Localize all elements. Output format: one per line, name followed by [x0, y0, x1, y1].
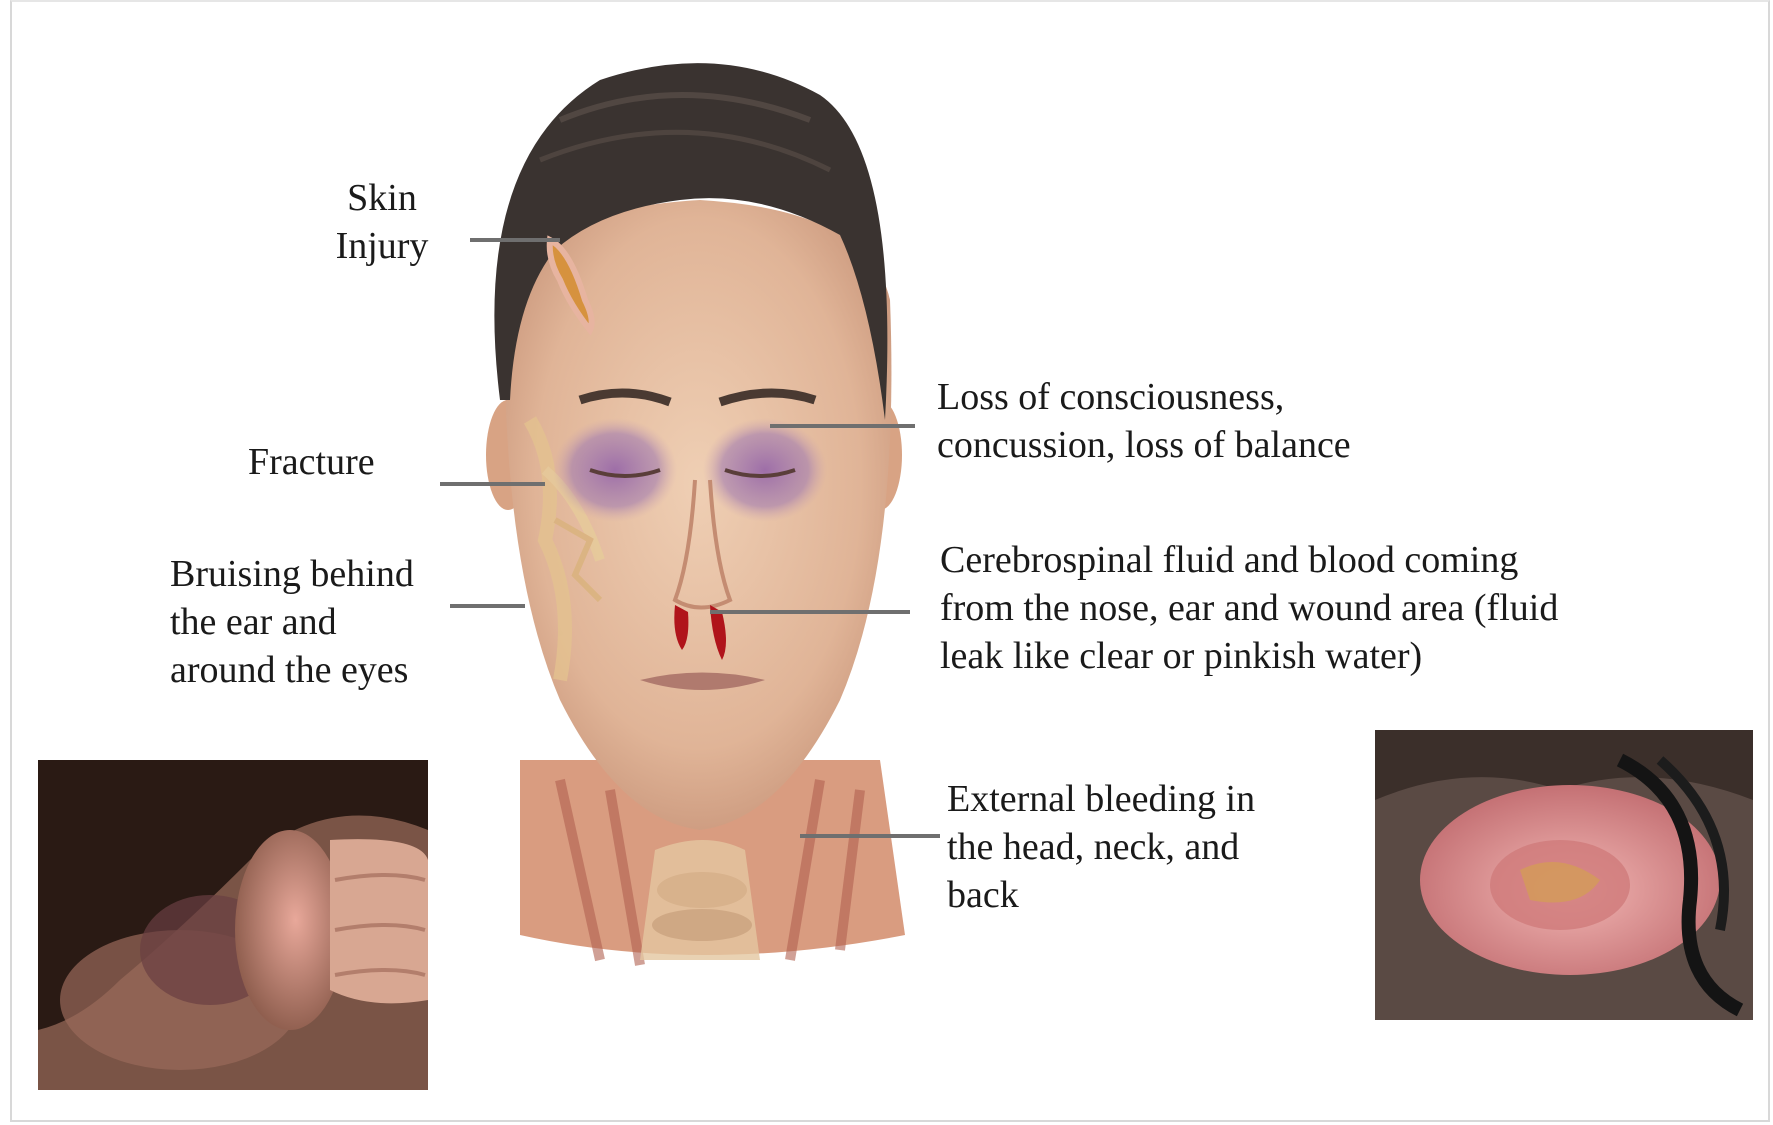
leader-loss-of-consciousness	[770, 424, 915, 428]
leader-skin-injury	[470, 238, 560, 242]
label-external-bleeding: External bleeding in the head, neck, and…	[947, 775, 1255, 919]
label-bruising: Bruising behind the ear and around the e…	[170, 550, 414, 694]
label-skin-injury: Skin Injury	[332, 174, 432, 270]
leader-fracture	[440, 482, 545, 486]
leader-csf	[710, 610, 910, 614]
leader-external-bleeding	[800, 834, 940, 838]
label-fracture: Fracture	[248, 438, 375, 486]
photo-bruise-behind-ear	[38, 760, 428, 1090]
leader-bruising	[450, 604, 525, 608]
right-eye-bruise	[703, 418, 827, 522]
face	[505, 200, 892, 830]
label-csf: Cerebrospinal fluid and blood coming fro…	[940, 536, 1558, 680]
photo-ear-fluid	[1375, 730, 1753, 1020]
label-loss-of-consciousness: Loss of consciousness, concussion, loss …	[937, 373, 1351, 469]
